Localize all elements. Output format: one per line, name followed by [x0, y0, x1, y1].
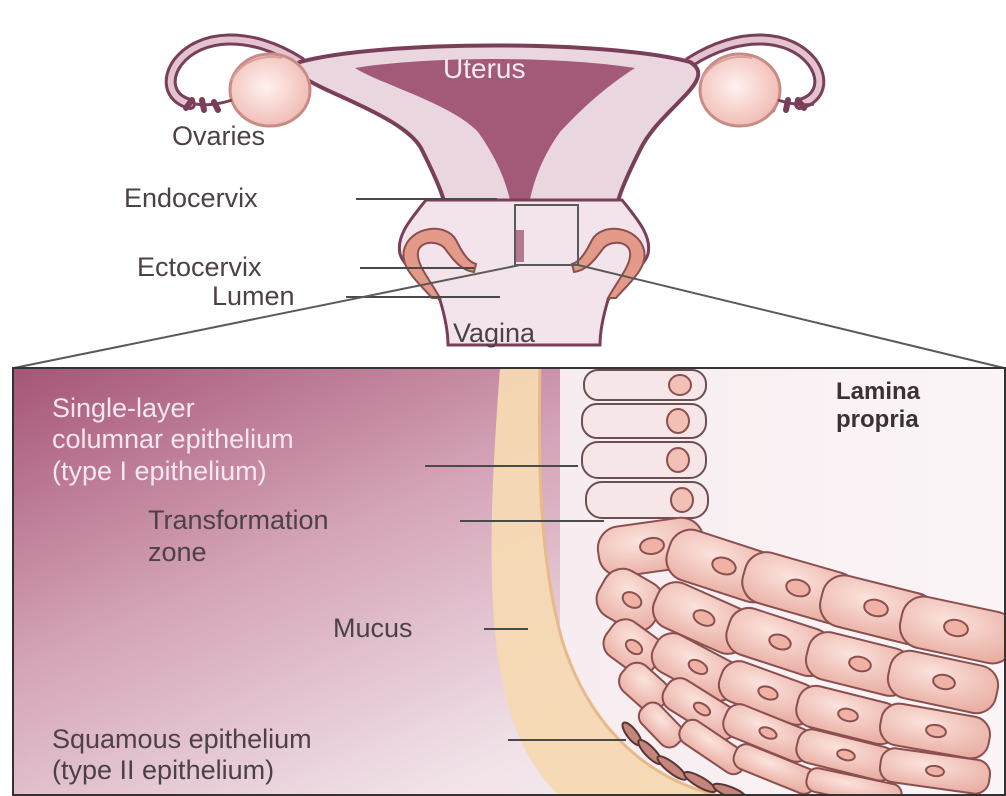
- left-ovary: [230, 54, 310, 126]
- transformation-zone-label: Transformation zone: [148, 505, 329, 569]
- mucus-label: Mucus: [333, 613, 413, 644]
- columnar-cell: [582, 442, 706, 478]
- ectocervix-label: Ectocervix: [137, 252, 262, 283]
- lumen-label: Lumen: [212, 281, 295, 312]
- endocervix-label: Endocervix: [124, 183, 258, 214]
- columnar-cell: [586, 482, 708, 518]
- columnar-line-1: Single-layer: [52, 393, 294, 424]
- columnar-cell: [582, 404, 706, 438]
- columnar-line-3: (type I epithelium): [52, 456, 294, 487]
- squamous-line-2: (type II epithelium): [52, 755, 312, 786]
- lamina-propria-line-1: Lamina: [836, 378, 920, 406]
- vagina-label: Vagina: [453, 318, 535, 349]
- columnar-cells: [582, 370, 708, 518]
- ovaries-label: Ovaries: [172, 121, 265, 152]
- columnar-epithelium-label: Single-layer columnar epithelium (type I…: [52, 393, 294, 487]
- lamina-propria-label: Lamina propria: [836, 378, 920, 435]
- transformation-line-1: Transformation: [148, 505, 329, 537]
- squamous-line-1: Squamous epithelium: [52, 724, 312, 755]
- transformation-line-2: zone: [148, 537, 329, 569]
- uterus-label: Uterus: [443, 53, 525, 85]
- squamous-epithelium-label: Squamous epithelium (type II epithelium): [52, 724, 312, 787]
- right-ovary: [700, 54, 780, 126]
- lamina-propria-line-2: propria: [836, 406, 920, 434]
- columnar-line-2: columnar epithelium: [52, 424, 294, 455]
- columnar-cell: [584, 370, 706, 400]
